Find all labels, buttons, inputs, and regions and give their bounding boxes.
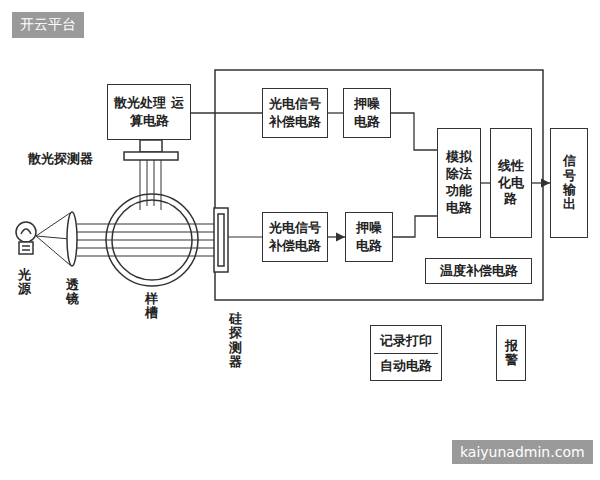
part-label: 光源	[18, 268, 31, 297]
process-box: 线性 化电 路	[490, 128, 532, 238]
scattered-light	[140, 160, 161, 210]
light-beams	[77, 224, 214, 256]
circuit-housing	[215, 70, 543, 300]
alarm-box: 报警	[496, 325, 526, 381]
process-box: 押噪 电路	[343, 88, 391, 138]
process-box: 记录打印自动电路	[370, 325, 442, 381]
silicon-detector	[214, 208, 228, 272]
process-box: 押噪 电路	[345, 212, 393, 262]
box-text: 记录打印	[380, 332, 432, 350]
signal-connector	[532, 182, 550, 183]
part-label: 样槽	[145, 292, 158, 321]
part-label: 透镜	[66, 278, 79, 307]
watermark: kaiyunadmin.com	[452, 440, 593, 464]
box-text: 自动电路	[374, 353, 438, 375]
box-text: 散光处理 运算电路	[111, 94, 187, 129]
watermark: 开云平台	[12, 12, 84, 38]
box-text: 线性 化电 路	[496, 158, 526, 209]
box-text: 光电信号 补偿电路	[266, 219, 324, 254]
detector-wire	[228, 236, 262, 237]
part-label: 散光探测器	[28, 150, 93, 168]
signal-connector	[481, 182, 490, 183]
light-cone	[36, 213, 70, 265]
signal-connector	[191, 112, 262, 113]
lens-symbol	[67, 212, 77, 266]
signal-connector	[391, 113, 437, 150]
signal-connector	[393, 216, 437, 237]
process-box: 光电信号 补偿电路	[262, 212, 328, 262]
process-box: 温度补偿电路	[425, 258, 532, 284]
box-text: 模拟 除法 功能 电路	[444, 149, 474, 217]
scatter-detector	[124, 140, 178, 160]
process-box: 模拟 除法 功能 电路	[437, 128, 481, 238]
box-text: 押噪 电路	[349, 219, 389, 254]
light-source-symbol	[16, 222, 36, 254]
part-label: 硅探测器	[229, 312, 242, 369]
box-text: 温度补偿电路	[440, 262, 518, 280]
box-text: 报警	[505, 339, 518, 368]
process-box: 光电信号 补偿电路	[262, 88, 328, 138]
signal-connector	[328, 236, 345, 237]
box-text: 信号输出	[563, 154, 576, 211]
output-box: 信号输出	[550, 128, 588, 238]
process-box: 散光处理 运算电路	[107, 84, 191, 140]
box-text: 押噪 电路	[347, 95, 387, 130]
box-text: 光电信号 补偿电路	[266, 95, 324, 130]
signal-connector	[328, 112, 343, 113]
